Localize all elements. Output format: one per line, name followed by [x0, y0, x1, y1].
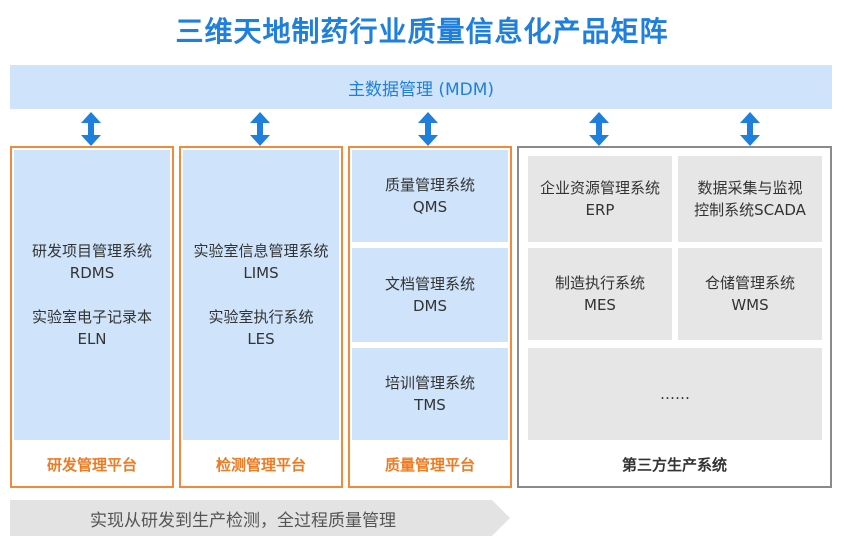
lims-name: 实验室信息管理系统 — [193, 242, 329, 260]
wms-box: 仓储管理系统 WMS — [678, 248, 822, 340]
eln-code: ELN — [77, 330, 107, 348]
double-arrow-icon — [81, 112, 101, 146]
diagram-title: 三维天地制药行业质量信息化产品矩阵 — [175, 15, 669, 48]
rdms-code: RDMS — [69, 264, 115, 282]
test-platform-label: 检测管理平台 — [215, 455, 306, 474]
dms-name: 文档管理系统 — [384, 275, 475, 293]
process-banner-text: 实现从研发到生产检测，全过程质量管理 — [90, 510, 396, 531]
more-systems-box: …… — [528, 348, 822, 440]
eln-name: 实验室电子记录本 — [31, 308, 152, 326]
test-platform: 实验室信息管理系统 LIMS 实验室执行系统 LES 检测管理平台 — [179, 146, 343, 488]
qms-name: 质量管理系统 — [384, 176, 475, 194]
process-arrow-banner — [10, 500, 510, 536]
erp-code: ERP — [585, 201, 615, 219]
rd-platform: 研发项目管理系统 RDMS 实验室电子记录本 ELN 研发管理平台 — [10, 146, 174, 488]
mes-box: 制造执行系统 MES — [528, 248, 672, 340]
mdm-bar: 主数据管理 (MDM) — [10, 65, 832, 109]
tms-box: 培训管理系统 TMS — [352, 348, 508, 440]
quality-platform-label: 质量管理平台 — [384, 455, 475, 474]
les-name: 实验室执行系统 — [208, 308, 314, 326]
third-party-platform: 企业资源管理系统 ERP 数据采集与监视 控制系统SCADA 制造执行系统 ME… — [517, 146, 832, 488]
qms-box: 质量管理系统 QMS — [352, 150, 508, 242]
more-systems-ellipsis: …… — [660, 385, 690, 403]
erp-name: 企业资源管理系统 — [539, 179, 660, 197]
quality-platform: 质量管理系统 QMS 文档管理系统 DMS 培训管理系统 TMS 质量管理平台 — [348, 146, 512, 488]
wms-code: WMS — [731, 296, 769, 314]
scada-box: 数据采集与监视 控制系统SCADA — [678, 156, 822, 242]
tms-code: TMS — [414, 396, 446, 414]
qms-code: QMS — [412, 198, 448, 216]
double-arrow-icon — [740, 112, 760, 146]
lims-code: LIMS — [243, 264, 279, 282]
rdms-name: 研发项目管理系统 — [31, 242, 152, 260]
double-arrow-icon — [589, 112, 609, 146]
double-arrow-icon — [418, 112, 438, 146]
rd-platform-label: 研发管理平台 — [46, 455, 137, 474]
scada-code: 控制系统SCADA — [694, 201, 806, 219]
test-systems-box: 实验室信息管理系统 LIMS 实验室执行系统 LES — [183, 150, 339, 440]
mes-name: 制造执行系统 — [554, 274, 645, 292]
mes-code: MES — [584, 296, 616, 314]
wms-name: 仓储管理系统 — [704, 274, 795, 292]
tms-name: 培训管理系统 — [384, 374, 475, 392]
erp-box: 企业资源管理系统 ERP — [528, 156, 672, 242]
rd-systems-box: 研发项目管理系统 RDMS 实验室电子记录本 ELN — [14, 150, 170, 440]
scada-name: 数据采集与监视 — [697, 179, 803, 197]
double-arrow-icon — [250, 112, 270, 146]
third-party-label: 第三方生产系统 — [621, 455, 727, 474]
dms-box: 文档管理系统 DMS — [352, 248, 508, 342]
les-code: LES — [247, 330, 275, 348]
dms-code: DMS — [412, 297, 447, 315]
